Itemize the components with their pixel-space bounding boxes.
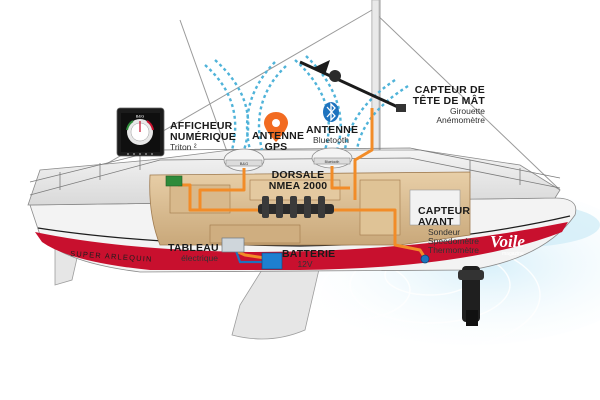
gps-title-1: ANTENNE [252, 130, 305, 142]
masthead-sub-1: Girouette [450, 106, 485, 117]
display-sub-1: Triton ² [170, 142, 197, 153]
gps-signal [204, 59, 287, 151]
front-sub-2: Speedomètre [428, 235, 480, 246]
masthead-title-2: TÊTE DE MÂT [412, 95, 485, 108]
masthead-title-1: CAPTEUR DE [414, 84, 485, 96]
front-sensor [420, 254, 430, 264]
battery-cable [233, 247, 262, 264]
label-bluetooth: ANTENNE Bluetooth [306, 124, 359, 146]
label-battery: BATTERIE 12V [282, 248, 336, 270]
instrument-display: B&G [116, 107, 165, 157]
front-sub-3: Thermomètre [428, 244, 480, 255]
label-backbone: DORSALE NMEA 2000 [258, 169, 338, 193]
cockpit-display [165, 175, 183, 187]
backbone-title-1: DORSALE [271, 169, 325, 181]
gps-dome-text: B&G [240, 161, 248, 166]
front-sub-1: Sondeur [428, 227, 461, 238]
masthead-sensor [299, 60, 406, 112]
bt-title-1: ANTENNE [306, 124, 359, 136]
label-panel: TABLEAU électrique [168, 242, 219, 264]
location-pin-icon [264, 112, 288, 142]
battery-title-1: BATTERIE [282, 248, 336, 260]
gps-title-2: GPS [264, 141, 288, 154]
hull-stripe [35, 222, 568, 270]
backbone-title-2: NMEA 2000 [268, 180, 328, 193]
display-title-1: AFFICHEUR [170, 120, 233, 132]
guard-rail [29, 147, 561, 196]
transducer [458, 266, 484, 326]
battery-box [261, 252, 283, 270]
bluetooth-antenna: Bluetooth [311, 147, 353, 169]
electric-panel [221, 237, 245, 253]
panel-title-1: TABLEAU [168, 242, 219, 254]
keel [231, 264, 321, 340]
masthead-sub-2: Anémomètre [436, 114, 485, 125]
label-gps: ANTENNE GPS [252, 130, 305, 154]
display-brand: B&G [136, 114, 144, 119]
nmea-backbone [258, 196, 334, 218]
brand-sub: magazine [502, 251, 524, 257]
bluetooth-icon [323, 102, 339, 122]
label-display: AFFICHEUR NUMÉRIQUE Triton ² [170, 120, 250, 153]
front-title-1: CAPTEUR AVANT [418, 205, 471, 229]
label-front-sensor: CAPTEUR AVANT Sondeur Speedomètre Thermo… [418, 205, 508, 255]
display-title-2: NUMÉRIQUE [170, 131, 236, 144]
panel-sub-1: électrique [181, 253, 218, 264]
battery-sub-1: 12V [297, 259, 313, 270]
bt-sub-1: Bluetooth [313, 135, 349, 146]
bt-dome-text: Bluetooth [325, 160, 340, 164]
nmea-cables [178, 108, 427, 260]
brand-logo: Voile [490, 232, 525, 251]
label-masthead-sensor: CAPTEUR DE TÊTE DE MÂT Girouette Anémomè… [405, 84, 485, 125]
bluetooth-signal [294, 55, 409, 151]
